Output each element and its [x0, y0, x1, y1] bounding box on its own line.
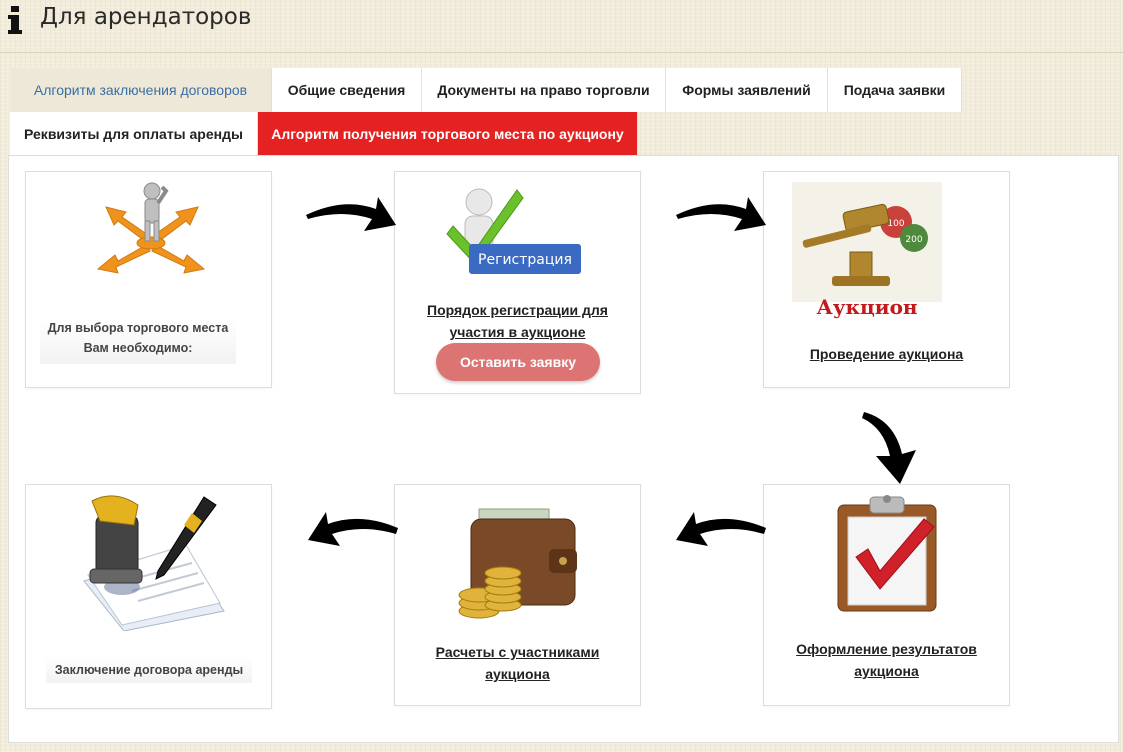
tab-application-forms[interactable]: Формы заявлений [666, 68, 828, 112]
auction-image-label: Аукцион [816, 295, 917, 319]
submit-application-button[interactable]: Оставить заявку [436, 343, 600, 381]
arrow-left-icon [676, 512, 766, 546]
registration-image-label: Регистрация [478, 252, 572, 268]
page-header: Для арендаторов [0, 0, 1123, 54]
step-choose-text: Для выбора торгового места Вам необходим… [40, 318, 236, 364]
step-choose-line1: Для выбора торгового места [47, 321, 229, 335]
tab-trade-documents[interactable]: Документы на право торговли [422, 68, 666, 112]
tab-general-info[interactable]: Общие сведения [272, 68, 422, 112]
results-link-line2: аукциона [854, 663, 919, 679]
payments-link[interactable]: Расчеты с участниками аукциона [395, 641, 640, 685]
step-contract-text: Заключение договора аренды [46, 657, 252, 683]
contract-stamp-pen-icon [83, 495, 225, 631]
auction-chip-200: 200 [905, 235, 922, 245]
crossroads-person-icon [96, 182, 206, 274]
step-choose-line2: Вам необходимо: [83, 341, 193, 355]
header-divider [0, 52, 1123, 53]
step-card-choose: Для выбора торгового места Вам необходим… [25, 171, 272, 388]
registration-link-line1: Порядок регистрации для [427, 302, 608, 318]
registration-checkmark-icon: Регистрация [446, 188, 581, 274]
wallet-coins-icon [458, 508, 577, 619]
arrow-right-icon [676, 197, 766, 231]
registration-link-line2: участия в аукционе [449, 324, 586, 340]
tab-auction-algorithm[interactable]: Алгоритм получения торгового места по ау… [258, 112, 638, 156]
auction-chip-100: 100 [887, 219, 904, 229]
tab-submit-application[interactable]: Подача заявки [828, 68, 962, 112]
step-card-registration: Регистрация Порядок регистрации для учас… [394, 171, 641, 394]
tab-contract-algorithm[interactable]: Алгоритм заключения договоров [10, 68, 272, 112]
payments-link-line2: аукциона [485, 666, 550, 682]
registration-order-link[interactable]: Порядок регистрации для участия в аукцио… [395, 299, 640, 343]
payments-link-line1: Расчеты с участниками [435, 644, 600, 660]
step-card-results: Оформление результатов аукциона [763, 484, 1010, 706]
step-card-contract: Заключение договора аренды [25, 484, 272, 709]
clipboard-check-icon [837, 495, 937, 612]
info-icon [8, 6, 22, 34]
tab-rent-payment-details[interactable]: Реквизиты для оплаты аренды [10, 112, 258, 156]
step-card-auction: 100 200 Аукцион Проведение аукциона [763, 171, 1010, 388]
results-link-line1: Оформление результатов [796, 641, 977, 657]
arrow-right-icon [306, 197, 396, 231]
arrow-left-icon [308, 512, 398, 546]
page-title: Для арендаторов [40, 4, 252, 30]
auction-link[interactable]: Проведение аукциона [809, 346, 964, 362]
gavel-icon: 100 200 Аукцион [792, 182, 942, 319]
results-link[interactable]: Оформление результатов аукциона [764, 638, 1009, 682]
step-card-payments: Расчеты с участниками аукциона [394, 484, 641, 706]
arrow-down-icon [862, 412, 916, 484]
